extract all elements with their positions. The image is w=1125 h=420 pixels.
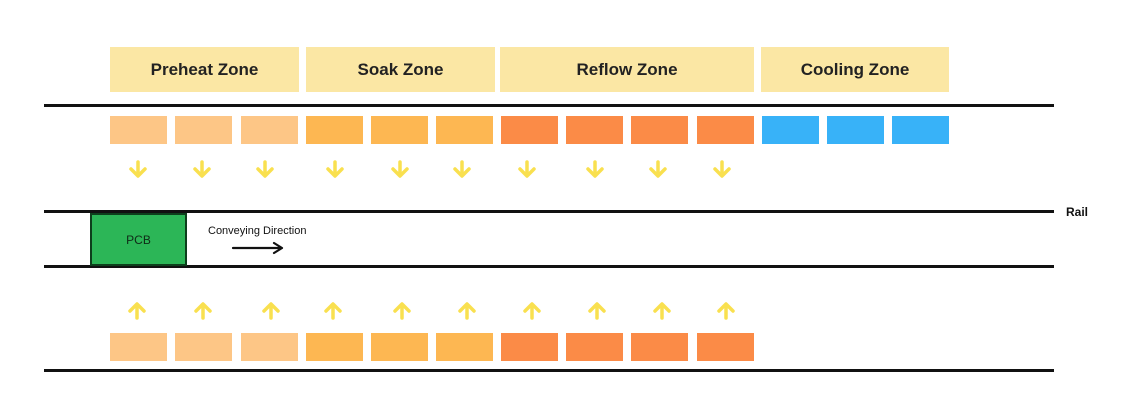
bottom-heater-reflow <box>697 333 754 361</box>
bottom-heater-preheat <box>110 333 167 361</box>
top-heater-reflow <box>501 116 558 144</box>
right-arrow-icon <box>231 241 284 255</box>
rail-bottom-line <box>44 265 1054 268</box>
zone-label-preheat: Preheat Zone <box>110 47 299 92</box>
rail-top-line <box>44 210 1054 213</box>
top-heater-cooling <box>762 116 819 144</box>
rail-label: Rail <box>1066 205 1089 219</box>
top-heater-reflow <box>697 116 754 144</box>
top-heater-soak <box>436 116 493 144</box>
down-arrow-icon <box>326 160 344 178</box>
up-arrow-icon <box>588 302 606 320</box>
pcb-board: PCB <box>90 213 187 266</box>
bottom-heater-preheat <box>241 333 298 361</box>
up-arrow-icon <box>653 302 671 320</box>
zone-label-cooling: Cooling Zone <box>761 47 949 92</box>
top-heater-reflow <box>631 116 688 144</box>
down-arrow-icon <box>256 160 274 178</box>
down-arrow-icon <box>193 160 211 178</box>
bottom-heater-soak <box>436 333 493 361</box>
bottom-heater-preheat <box>175 333 232 361</box>
top-heater-reflow <box>566 116 623 144</box>
top-heater-cooling <box>892 116 949 144</box>
bottom-heater-soak <box>306 333 363 361</box>
zone-label-reflow: Reflow Zone <box>500 47 754 92</box>
up-arrow-icon <box>393 302 411 320</box>
up-arrow-icon <box>458 302 476 320</box>
top-heater-soak <box>306 116 363 144</box>
bottom-oven-line <box>44 369 1054 372</box>
top-heater-cooling <box>827 116 884 144</box>
top-heater-soak <box>371 116 428 144</box>
up-arrow-icon <box>717 302 735 320</box>
down-arrow-icon <box>129 160 147 178</box>
down-arrow-icon <box>518 160 536 178</box>
bottom-heater-reflow <box>566 333 623 361</box>
up-arrow-icon <box>262 302 280 320</box>
up-arrow-icon <box>523 302 541 320</box>
top-heater-preheat <box>241 116 298 144</box>
down-arrow-icon <box>649 160 667 178</box>
bottom-heater-reflow <box>631 333 688 361</box>
up-arrow-icon <box>324 302 342 320</box>
top-heater-preheat <box>110 116 167 144</box>
down-arrow-icon <box>586 160 604 178</box>
down-arrow-icon <box>453 160 471 178</box>
top-heater-preheat <box>175 116 232 144</box>
down-arrow-icon <box>391 160 409 178</box>
down-arrow-icon <box>713 160 731 178</box>
bottom-heater-reflow <box>501 333 558 361</box>
bottom-heater-soak <box>371 333 428 361</box>
up-arrow-icon <box>194 302 212 320</box>
top-oven-line <box>44 104 1054 107</box>
conveying-direction-label: Conveying Direction <box>208 225 307 237</box>
zone-label-soak: Soak Zone <box>306 47 495 92</box>
up-arrow-icon <box>128 302 146 320</box>
